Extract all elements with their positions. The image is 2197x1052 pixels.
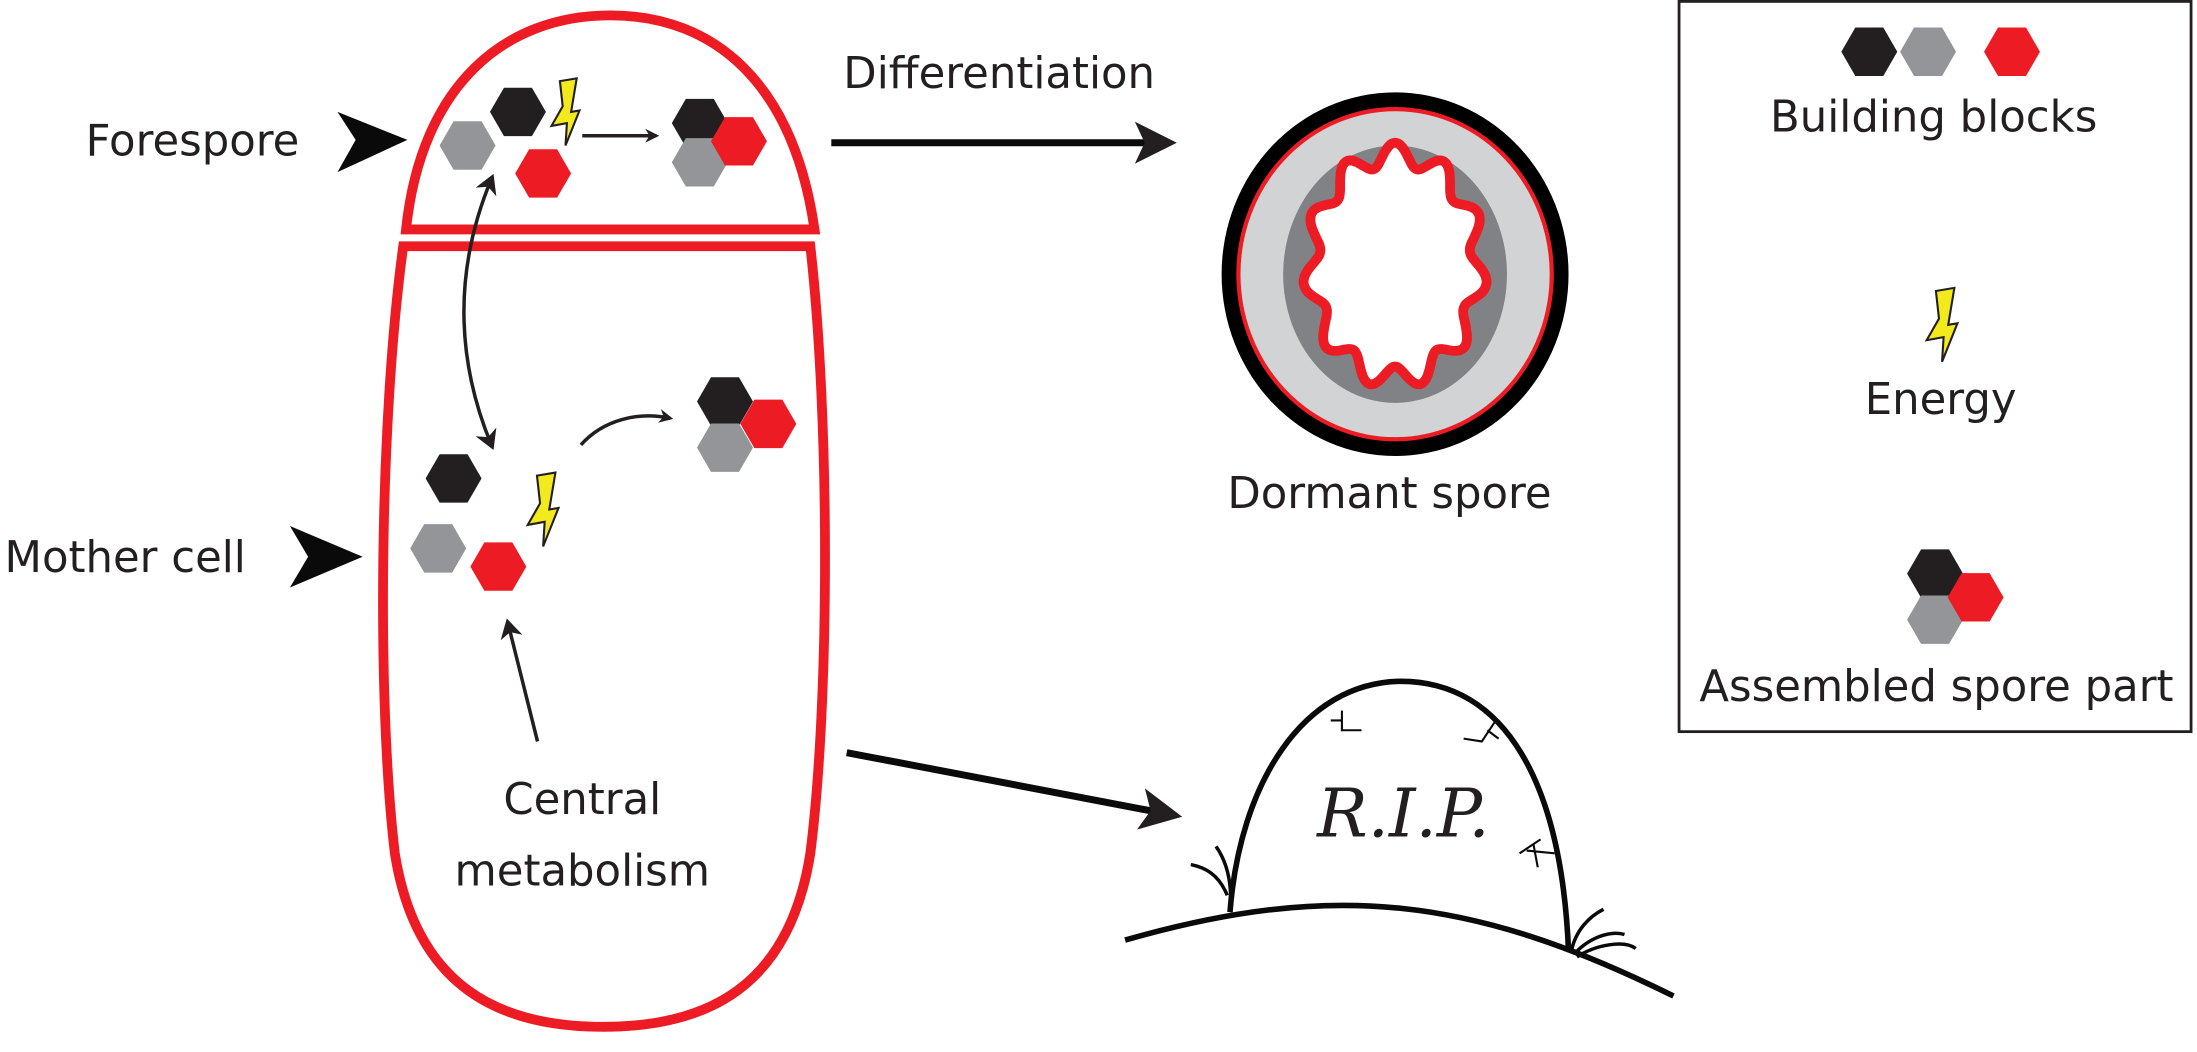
assembled-black-hexagon [697,377,753,426]
legend-red-hexagon [1984,27,2040,76]
legend-energy-label: Energy [1865,375,2017,425]
energy-lightning-icon [549,77,582,146]
assembled-red-hexagon [740,399,797,449]
grey-building-block-hexagon [439,121,496,170]
legend-building-blocks-label: Building blocks [1770,93,2097,143]
mother-cell-label: Mother cell [5,533,246,583]
forespore-pointer-icon [337,111,408,173]
spore-core-membrane [1298,137,1492,390]
dormant-spore-label: Dormant spore [1227,469,1551,519]
grey-building-block-hexagon [410,524,467,573]
tombstone [1124,678,1675,999]
dormant-spore [1221,92,1569,457]
black-building-block-hexagon [425,454,482,503]
energy-lightning-icon [1924,286,1960,363]
assembled-red-hexagon [710,117,767,166]
red-building-block-hexagon [515,149,572,198]
forespore-label: Forespore [86,116,300,166]
differentiation-label: Differentiation [843,49,1155,99]
mother-cell-pointer-icon [289,526,363,588]
central-metabolism-label-2: metabolism [455,847,710,897]
black-building-block-hexagon [489,87,546,137]
cell-death-arrow [846,749,1183,830]
assembled-black-hexagon [671,98,728,148]
legend-black-hexagon [1841,27,1898,76]
central-metabolism-label-1: Central [503,775,661,825]
assembled-grey-hexagon [697,423,753,472]
mother-cell-membrane [378,241,830,1032]
exchange-double-arrow [462,173,497,451]
energy-lightning-icon [525,471,561,547]
rip-label: R.I.P. [1315,775,1490,853]
red-building-block-hexagon [470,542,527,591]
legend-assembled-grey-hexagon [1907,595,1964,644]
legend-assembled-red-hexagon [1947,573,2004,622]
legend-assembled-spore-part-label: Assembled spore part [1699,662,2173,712]
legend-assembled-black-hexagon [1907,549,1964,598]
mother-cell-assembly-arrow [579,409,674,447]
assembled-grey-hexagon [671,138,728,187]
metabolism-arrow [500,618,540,742]
forespore-membrane [400,10,821,235]
legend-box [1677,0,2193,734]
legend-grey-hexagon [1900,27,1957,76]
